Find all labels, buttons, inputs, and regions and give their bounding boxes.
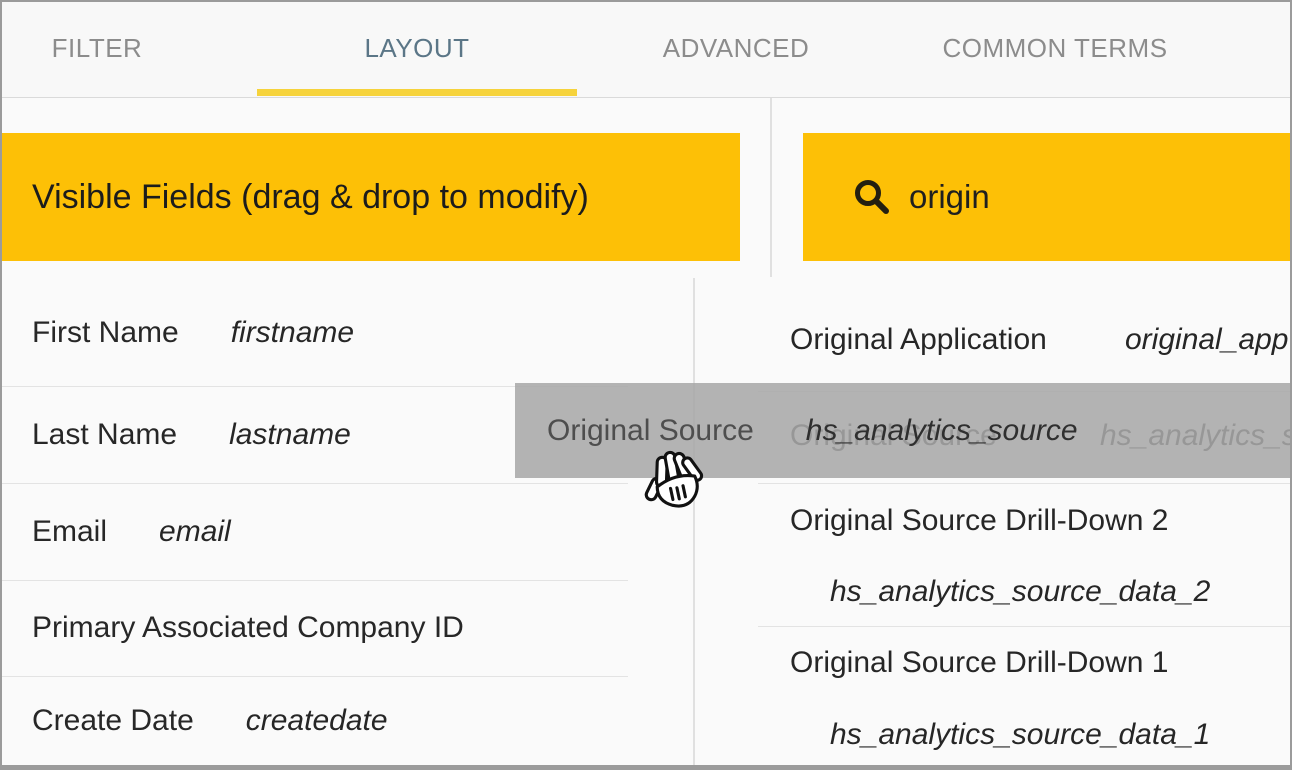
field-label: Primary Associated Company ID — [32, 611, 464, 644]
search-icon — [852, 177, 892, 217]
result-field-label[interactable]: Original Application — [790, 323, 1047, 356]
row-divider — [2, 483, 628, 484]
field-internal-name: lastname — [229, 417, 351, 451]
row-divider — [2, 676, 628, 677]
panel-divider-vertical — [693, 278, 695, 765]
active-tab-underline — [257, 89, 577, 96]
grab-hand-icon — [636, 440, 717, 521]
visible-fields-header-label: Visible Fields (drag & drop to modify) — [32, 177, 589, 216]
tab-common-terms[interactable]: COMMON TERMS — [942, 33, 1168, 63]
field-label: First Name — [32, 316, 179, 349]
field-internal-name: createdate — [245, 703, 388, 737]
result-field-label[interactable]: Original Source Drill-Down 2 — [790, 504, 1169, 537]
search-results-panel: Original Application original_app Origin… — [695, 278, 1290, 765]
tab-bar: FILTER LAYOUT ADVANCED COMMON TERMS I — [0, 0, 1292, 98]
search-input[interactable] — [907, 177, 1241, 217]
visible-fields-header: Visible Fields (drag & drop to modify) — [2, 133, 740, 261]
result-field-internal-name: hs_analytics_source_data_1 — [830, 718, 1211, 751]
tab-layout[interactable]: LAYOUT — [364, 33, 470, 63]
row-divider — [758, 483, 1290, 484]
visible-field-row-email[interactable]: Email email — [2, 483, 692, 580]
field-label: Email — [32, 514, 108, 548]
header-divider-vertical — [770, 98, 772, 277]
row-divider — [758, 626, 1290, 627]
row-divider — [2, 386, 628, 387]
visible-field-row-company-id[interactable]: Primary Associated Company ID — [2, 580, 692, 676]
field-label: Create Date — [32, 703, 194, 737]
field-internal-name: firstname — [230, 316, 355, 349]
result-field-internal-name: original_app — [1125, 323, 1289, 356]
visible-field-row-lastname[interactable]: Last Name lastname — [2, 386, 692, 483]
row-divider — [2, 580, 628, 581]
tab-advanced[interactable]: ADVANCED — [662, 33, 810, 63]
drag-ghost-original-source[interactable]: Original Source hs_analytics_source — [515, 383, 1290, 478]
visible-field-row-firstname[interactable]: First Name firstname — [2, 280, 692, 386]
drag-ghost-internal-name: hs_analytics_source — [805, 413, 1078, 447]
visible-field-row-createdate[interactable]: Create Date createdate — [2, 676, 692, 765]
field-search-box[interactable] — [803, 133, 1290, 261]
result-field-label[interactable]: Original Source Drill-Down 1 — [790, 646, 1169, 679]
result-field-internal-name: hs_analytics_source_data_2 — [830, 575, 1211, 608]
field-label: Last Name — [32, 417, 178, 451]
field-internal-name: email — [159, 514, 231, 548]
tab-filter[interactable]: FILTER — [51, 33, 143, 63]
drag-ghost-label: Original Source — [547, 413, 754, 447]
